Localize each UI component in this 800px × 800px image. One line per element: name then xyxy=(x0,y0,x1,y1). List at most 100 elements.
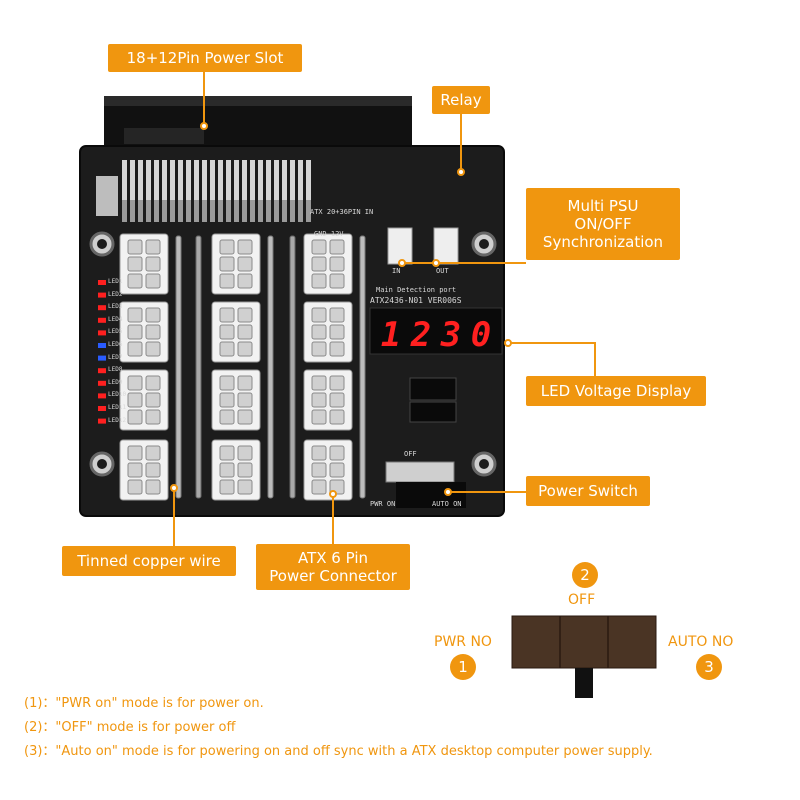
header-pin xyxy=(298,160,303,200)
connector-housing xyxy=(303,301,353,363)
connector-pin-socket xyxy=(127,256,143,272)
led-label: LED12 xyxy=(108,416,127,424)
callout-atx-6pin-line2: Power Connector xyxy=(269,567,397,585)
connector-housing xyxy=(211,369,261,431)
connector-pin-socket xyxy=(311,273,327,289)
header-pin xyxy=(306,160,311,200)
connector-pin-socket xyxy=(219,239,235,255)
callout-multi-psu: Multi PSU ON/OFF Synchronization xyxy=(526,188,680,260)
connector-pin-socket xyxy=(237,307,253,323)
connector-pin-socket xyxy=(311,307,327,323)
header-pin-pad xyxy=(210,200,215,222)
header-pin xyxy=(178,160,183,200)
connector-pin-socket xyxy=(219,324,235,340)
led-label: LED9 xyxy=(108,378,123,386)
connector-pin-socket xyxy=(127,409,143,425)
connector-pin-socket xyxy=(219,375,235,391)
connector-pin-socket xyxy=(329,256,345,272)
connector-pin-socket xyxy=(219,409,235,425)
atx-header-label: ATX 20+36PIN IN xyxy=(310,208,374,216)
status-led xyxy=(98,393,106,399)
status-led xyxy=(98,330,106,336)
callout-line xyxy=(203,72,205,124)
mode-label-auto-no: AUTO NO xyxy=(668,634,734,650)
connector-pin-socket xyxy=(329,375,345,391)
header-pin xyxy=(138,160,143,200)
model-label: ATX2436-N01 VER006S xyxy=(370,296,462,305)
status-led xyxy=(98,292,106,298)
status-led-column xyxy=(98,280,106,424)
header-pin xyxy=(242,160,247,200)
connector-pin-socket xyxy=(145,409,161,425)
led-label: LED8 xyxy=(108,366,123,374)
callout-line xyxy=(173,488,175,546)
header-pin-pad xyxy=(162,200,167,222)
header-pin-pad xyxy=(186,200,191,222)
header-pin-pad xyxy=(202,200,207,222)
connector-pin-socket xyxy=(311,375,327,391)
callout-multi-psu-line1: Multi PSU xyxy=(567,197,639,215)
detection-port-label: Main Detection port xyxy=(376,286,457,294)
atx-6pin-connector-grid xyxy=(119,233,353,501)
header-pin xyxy=(274,160,279,200)
callout-relay: Relay xyxy=(432,86,490,114)
status-led xyxy=(98,343,106,348)
connector-housing xyxy=(303,233,353,295)
callout-dot xyxy=(398,259,406,267)
copper-wire-rail xyxy=(267,235,274,499)
header-pin xyxy=(258,160,263,200)
header-pin xyxy=(282,160,287,200)
copper-wire-rail xyxy=(359,235,366,499)
header-pin-pad xyxy=(290,200,295,222)
header-pin xyxy=(154,160,159,200)
callout-line xyxy=(594,342,596,376)
led-label: LED10 xyxy=(108,391,127,399)
connector-pin-socket xyxy=(127,392,143,408)
auto-on-silk-label: AUTO ON xyxy=(432,500,462,508)
connector-pin-socket xyxy=(311,239,327,255)
callout-led-display: LED Voltage Display xyxy=(526,376,706,406)
connector-pin-socket xyxy=(219,307,235,323)
callout-atx-6pin: ATX 6 Pin Power Connector xyxy=(256,544,410,590)
note-auto-on: (3)："Auto on" mode is for powering on an… xyxy=(24,744,653,759)
header-pin-pad xyxy=(226,200,231,222)
header-pad-block xyxy=(96,176,118,216)
connector-pin-socket xyxy=(311,462,327,478)
connector-pin-socket xyxy=(237,409,253,425)
connector-pin-socket xyxy=(127,479,143,495)
pin-header-row xyxy=(96,160,311,222)
connector-pin-socket xyxy=(237,256,253,272)
header-pin xyxy=(226,160,231,200)
connector-pin-socket xyxy=(237,479,253,495)
out-label: OUT xyxy=(436,267,449,275)
mode-number-3: 3 xyxy=(696,654,722,680)
connector-pin-socket xyxy=(219,256,235,272)
header-pin-pad xyxy=(122,200,127,222)
mode-number-1: 1 xyxy=(450,654,476,680)
copper-wire-rail xyxy=(175,235,182,499)
callout-line xyxy=(510,342,596,344)
connector-pin-socket xyxy=(237,392,253,408)
header-pin-pad xyxy=(282,200,287,222)
header-pin xyxy=(202,160,207,200)
led-label: LED6 xyxy=(108,341,123,348)
connector-pin-socket xyxy=(311,392,327,408)
connector-pin-socket xyxy=(145,324,161,340)
connector-housing xyxy=(119,233,169,295)
connector-pin-socket xyxy=(145,375,161,391)
connector-pin-socket xyxy=(237,239,253,255)
off-silk-label: OFF xyxy=(404,450,417,458)
connector-housing xyxy=(119,301,169,363)
led-label: LED2 xyxy=(108,290,123,298)
connector-pin-socket xyxy=(127,462,143,478)
connector-pin-socket xyxy=(329,239,345,255)
copper-wire-rail xyxy=(289,235,296,499)
detection-port-out xyxy=(433,227,459,265)
note-off: (2)："OFF" mode is for power off xyxy=(24,720,236,735)
note-pwr-on: (1)："PWR on" mode is for power on. xyxy=(24,696,264,711)
callout-line xyxy=(404,262,526,264)
connector-pin-socket xyxy=(145,479,161,495)
connector-pin-socket xyxy=(127,445,143,461)
connector-pin-socket xyxy=(145,392,161,408)
